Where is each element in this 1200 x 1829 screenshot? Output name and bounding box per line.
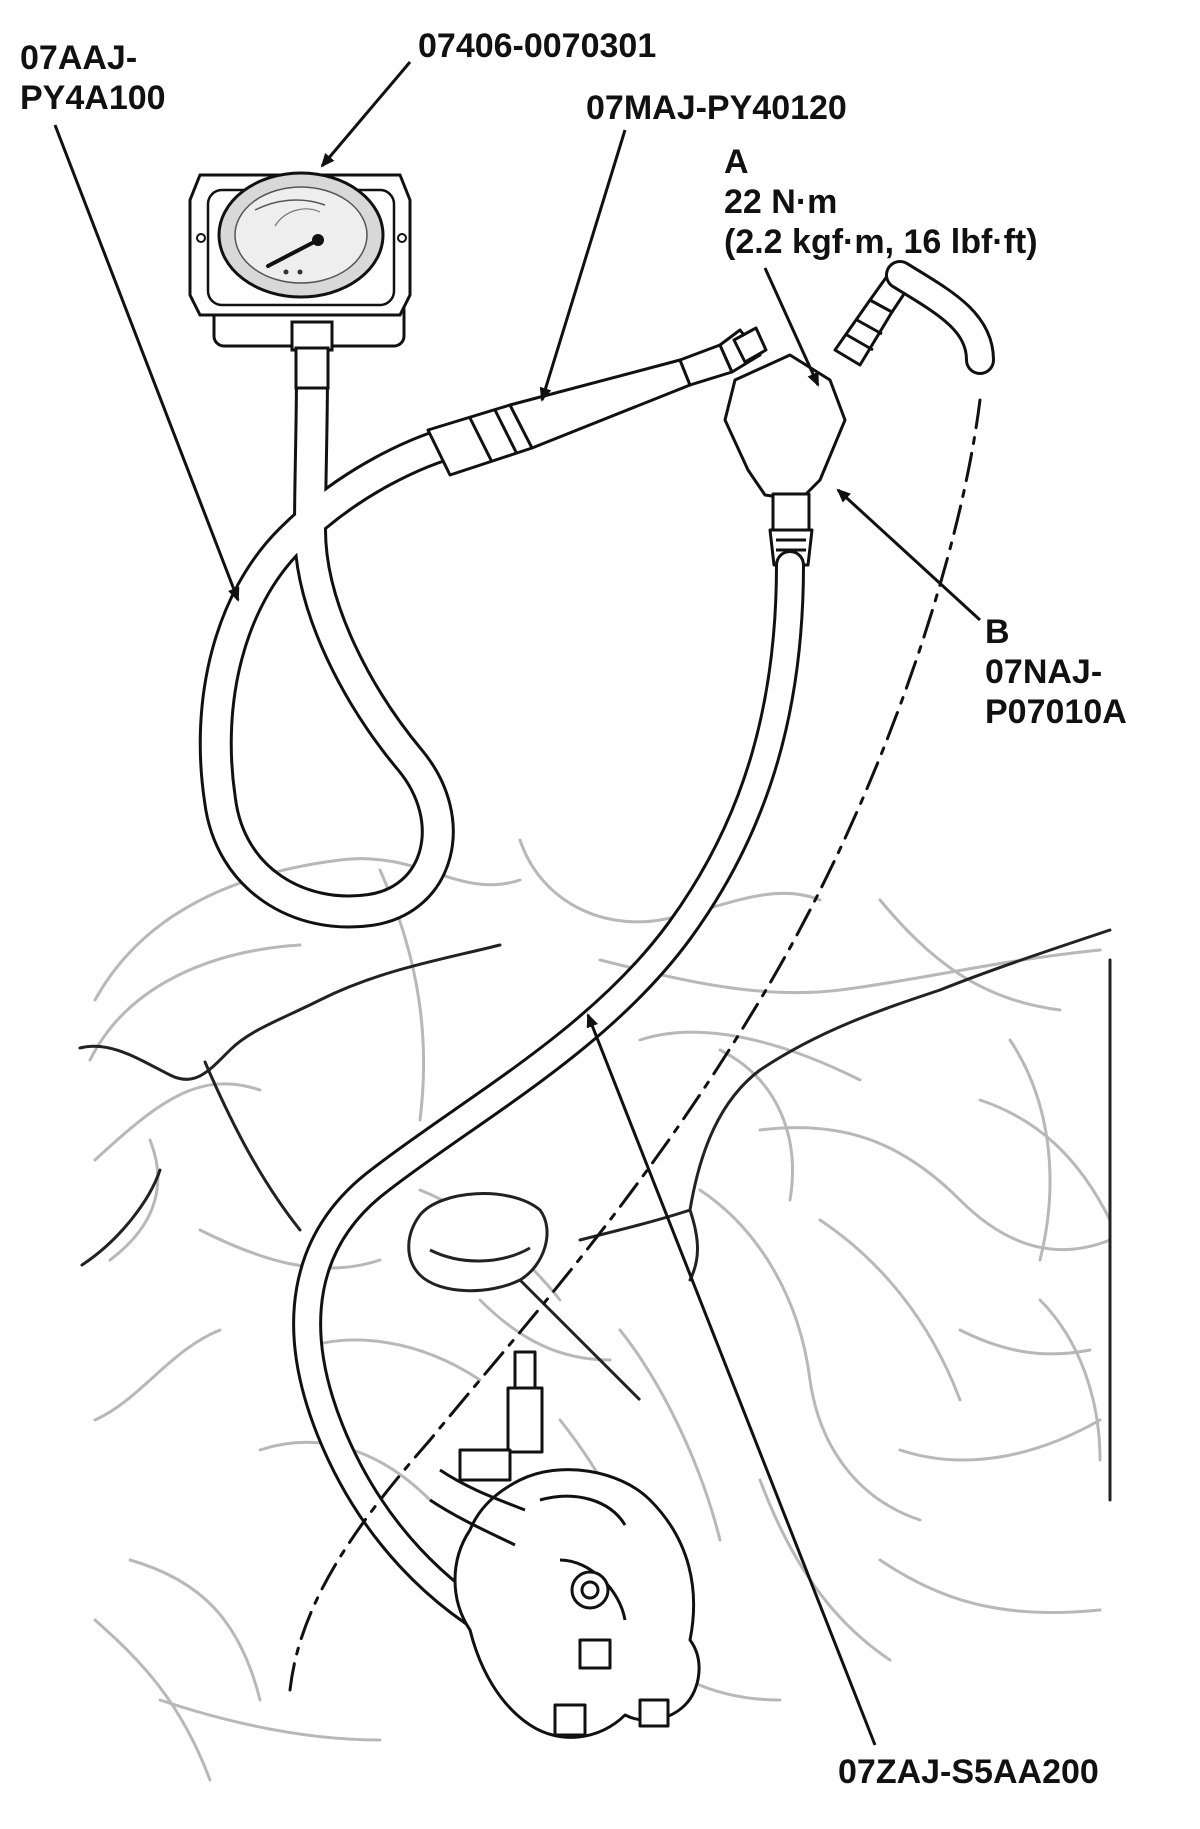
hose-07zaj-s5aa200 (292, 550, 805, 1655)
label-line: PY4A100 (20, 79, 166, 117)
label-line: P07010A (985, 693, 1127, 731)
reservoir-cap (407, 1192, 642, 1402)
label-line: B (985, 613, 1010, 651)
leader-07406 (320, 61, 412, 168)
leader-07maj (539, 129, 627, 402)
label-line: 07406-0070301 (418, 27, 657, 65)
vehicle-body-outline (78, 928, 1112, 1502)
leader-lines (53, 61, 982, 1746)
label-07aaj-py4a100: 07AAJ- PY4A100 (20, 38, 166, 118)
label-a-torque: A 22 N·m (2.2 kgf·m, 16 lbf·ft) (724, 142, 1038, 262)
label-07zaj-s5aa200: 07ZAJ-S5AA200 (838, 1752, 1099, 1792)
label-line: 07ZAJ-S5AA200 (838, 1753, 1099, 1791)
label-b-07naj-p07010a: B 07NAJ- P07010A (985, 612, 1127, 732)
label-07406-0070301: 07406-0070301 (418, 26, 656, 66)
gauge-needle (266, 238, 320, 268)
leader-a (763, 267, 820, 387)
leader-b (836, 488, 982, 622)
hose-07aaj-py4a100 (198, 353, 477, 929)
label-07maj-py40120: 07MAJ-PY40120 (586, 88, 847, 128)
label-line: 07MAJ-PY40120 (586, 89, 847, 127)
label-line: (2.2 kgf·m, 16 lbf·ft) (724, 223, 1038, 261)
tee-adapter-07naj-p07010a (723, 270, 912, 567)
label-line: 22 N·m (724, 183, 838, 221)
return-hose-dashed (288, 260, 995, 1692)
leader-07zaj (586, 1013, 877, 1746)
label-line: A (724, 143, 749, 181)
power-steering-pump (429, 1350, 701, 1739)
label-line: 07AAJ- (20, 39, 138, 77)
engine-compartment-background (88, 838, 1112, 1782)
pressure-gauge (188, 171, 412, 390)
adapter-07maj-py40120 (426, 328, 762, 477)
label-line: 07NAJ- (985, 653, 1103, 691)
leader-07aaj (53, 124, 240, 602)
